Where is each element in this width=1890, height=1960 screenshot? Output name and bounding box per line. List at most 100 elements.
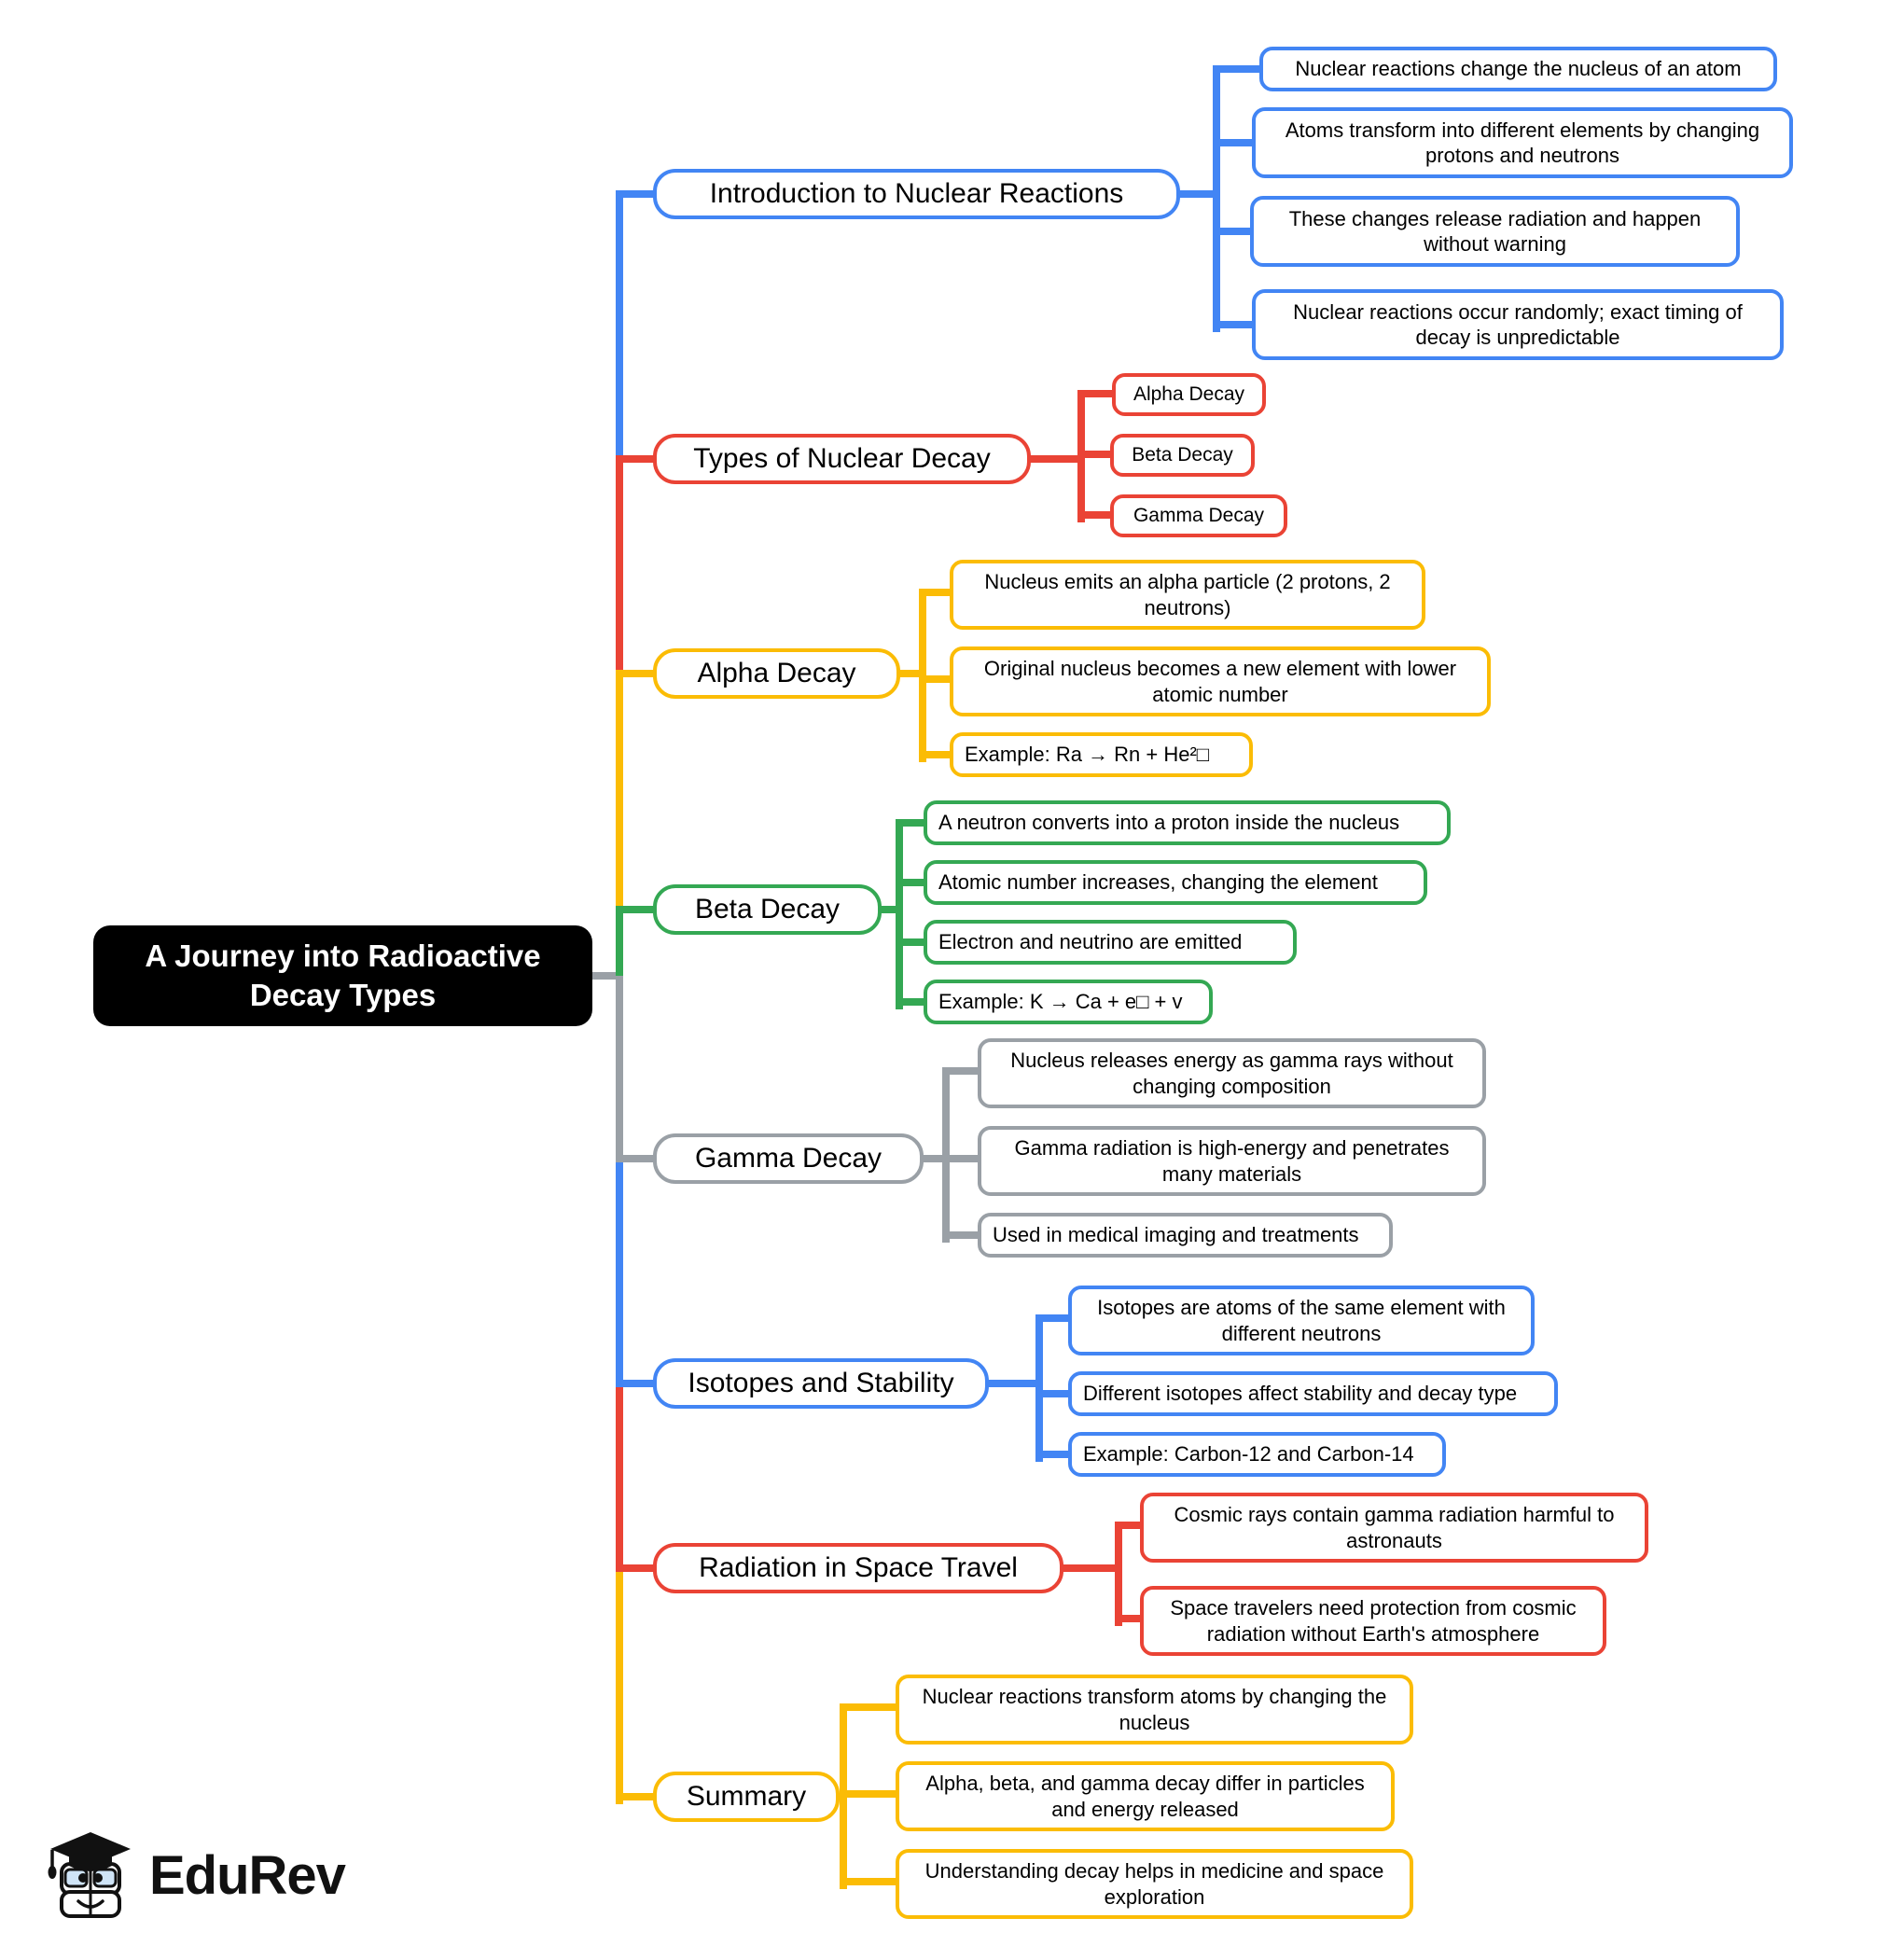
branch-node[interactable]: Types of Nuclear Decay [653,434,1031,484]
leaf-node-label: Gamma Decay [1133,505,1265,526]
branch-node-label: Radiation in Space Travel [699,1552,1018,1584]
connector-branch-arm [616,1155,659,1162]
leaf-node-label: Nucleus releases energy as gamma rays wi… [1010,1049,1453,1098]
leaf-node[interactable]: Cosmic rays contain gamma radiation harm… [1140,1493,1648,1563]
connector-branch-arm [616,1564,659,1572]
connector-leaf-arm [919,675,955,683]
branch-node[interactable]: Introduction to Nuclear Reactions [653,169,1180,219]
connector-leaf-arm [1213,65,1265,73]
connector-leaf-arm [840,1703,901,1711]
connector-root-stub [592,972,623,980]
leaf-node-label: Nuclear reactions occur randomly; exact … [1293,299,1743,350]
leaf-node[interactable]: Beta Decay [1110,434,1255,478]
leaf-node-label: Atomic number increases, changing the el… [938,870,1378,895]
leaf-node-label: Alpha Decay [1133,383,1245,405]
connector-child-bus [1077,394,1085,522]
connector-branch-arm [616,1380,659,1387]
connector-spine-segment [616,910,623,983]
root-node[interactable]: A Journey into Radioactive Decay Types [93,925,592,1026]
connector-leaf-arm [840,1878,901,1885]
branch-node[interactable]: Summary [653,1772,840,1822]
connector-branch-to-bus [1060,1564,1119,1572]
connector-leaf-arm [1213,139,1258,146]
leaf-node[interactable]: Nuclear reactions change the nucleus of … [1259,47,1777,91]
connector-leaf-arm [942,1155,983,1162]
branch-node[interactable]: Alpha Decay [653,648,900,699]
leaf-node-label: Electron and neutrino are emitted [938,930,1243,954]
connector-leaf-arm [1213,228,1256,235]
leaf-node[interactable]: Gamma radiation is high-energy and penet… [978,1126,1486,1196]
leaf-node-label: Nuclear reactions transform atoms by cha… [922,1685,1387,1734]
connector-spine-segment [616,1159,623,1391]
connector-leaf-arm [1213,321,1258,328]
connector-branch-arm [616,455,659,463]
connector-spine-segment [616,1568,623,1804]
leaf-node-label: Example: Ra → Rn + He²□ [965,743,1210,767]
leaf-node-label: Atoms transform into different elements … [1285,118,1760,168]
branch-node-label: Gamma Decay [694,1143,882,1175]
leaf-node[interactable]: Alpha, beta, and gamma decay differ in p… [896,1761,1395,1831]
branch-node[interactable]: Beta Decay [653,884,882,935]
leaf-node[interactable]: A neutron converts into a proton inside … [924,800,1451,845]
graduation-cap-book-icon [48,1832,131,1918]
connector-leaf-arm [942,1067,983,1075]
connector-child-bus [1213,69,1220,332]
leaf-node[interactable]: Atomic number increases, changing the el… [924,860,1427,905]
connector-leaf-arm [1077,390,1118,397]
connector-branch-to-bus [920,1155,946,1162]
branch-node[interactable]: Gamma Decay [653,1133,924,1184]
leaf-node-label: Gamma radiation is high-energy and penet… [1014,1136,1450,1186]
leaf-node[interactable]: Example: Ra → Rn + He²□ [950,732,1253,777]
connector-leaf-arm [1115,1522,1146,1529]
leaf-node[interactable]: Atoms transform into different elements … [1252,107,1793,178]
connector-leaf-arm [840,1790,901,1798]
leaf-node[interactable]: Nuclear reactions occur randomly; exact … [1252,289,1784,360]
connector-leaf-arm [1035,1390,1074,1397]
edurev-logo: EduRev [45,1824,399,1926]
branch-node-label: Isotopes and Stability [688,1368,954,1399]
leaf-node-label: A neutron converts into a proton inside … [938,811,1400,835]
connector-leaf-arm [896,938,929,946]
leaf-node[interactable]: Nucleus emits an alpha particle (2 proto… [950,560,1425,630]
leaf-node-label: Used in medical imaging and treatments [993,1223,1359,1247]
leaf-node[interactable]: Electron and neutrino are emitted [924,920,1297,965]
connector-branch-to-bus [896,670,923,677]
leaf-node[interactable]: Gamma Decay [1110,494,1287,538]
connector-leaf-arm [896,998,929,1006]
leaf-node[interactable]: Isotopes are atoms of the same element w… [1068,1286,1535,1355]
connector-child-bus [896,823,903,1009]
leaf-node[interactable]: Alpha Decay [1112,373,1266,417]
connector-branch-to-bus [878,906,899,913]
leaf-node-label: Original nucleus becomes a new element w… [983,657,1457,706]
connector-branch-to-bus [1027,455,1081,463]
leaf-node[interactable]: Different isotopes affect stability and … [1068,1371,1558,1416]
leaf-node[interactable]: Nucleus releases energy as gamma rays wi… [978,1038,1486,1108]
leaf-node[interactable]: Understanding decay helps in medicine an… [896,1849,1413,1919]
connector-leaf-arm [1077,511,1116,519]
leaf-node[interactable]: Used in medical imaging and treatments [978,1213,1393,1258]
connector-leaf-arm [919,751,955,758]
leaf-node-label: Example: K → Ca + e□ + v [938,990,1183,1014]
leaf-node[interactable]: Example: K → Ca + e□ + v [924,980,1213,1024]
connector-leaf-arm [1115,1615,1146,1622]
branch-node-label: Alpha Decay [697,658,856,689]
branch-node[interactable]: Radiation in Space Travel [653,1543,1063,1593]
branch-node[interactable]: Isotopes and Stability [653,1358,989,1409]
leaf-node-label: Space travelers need protection from cos… [1170,1596,1577,1646]
root-node-label: A Journey into Radioactive Decay Types [145,938,541,1012]
connector-spine-segment [616,674,623,917]
leaf-node-label: These changes release radiation and happ… [1288,206,1702,257]
connector-leaf-arm [919,589,955,596]
branch-node-label: Summary [686,1781,807,1813]
connector-branch-arm [616,906,659,913]
branch-node-label: Types of Nuclear Decay [693,443,991,475]
connector-leaf-arm [942,1231,983,1239]
leaf-node-label: Different isotopes affect stability and … [1083,1382,1518,1406]
leaf-node[interactable]: Space travelers need protection from cos… [1140,1586,1606,1656]
leaf-node[interactable]: Nuclear reactions transform atoms by cha… [896,1675,1413,1745]
leaf-node[interactable]: These changes release radiation and happ… [1250,196,1740,267]
connector-branch-arm [616,1793,659,1800]
connector-leaf-arm [1035,1451,1074,1458]
leaf-node[interactable]: Original nucleus becomes a new element w… [950,646,1491,716]
leaf-node[interactable]: Example: Carbon-12 and Carbon-14 [1068,1432,1446,1477]
